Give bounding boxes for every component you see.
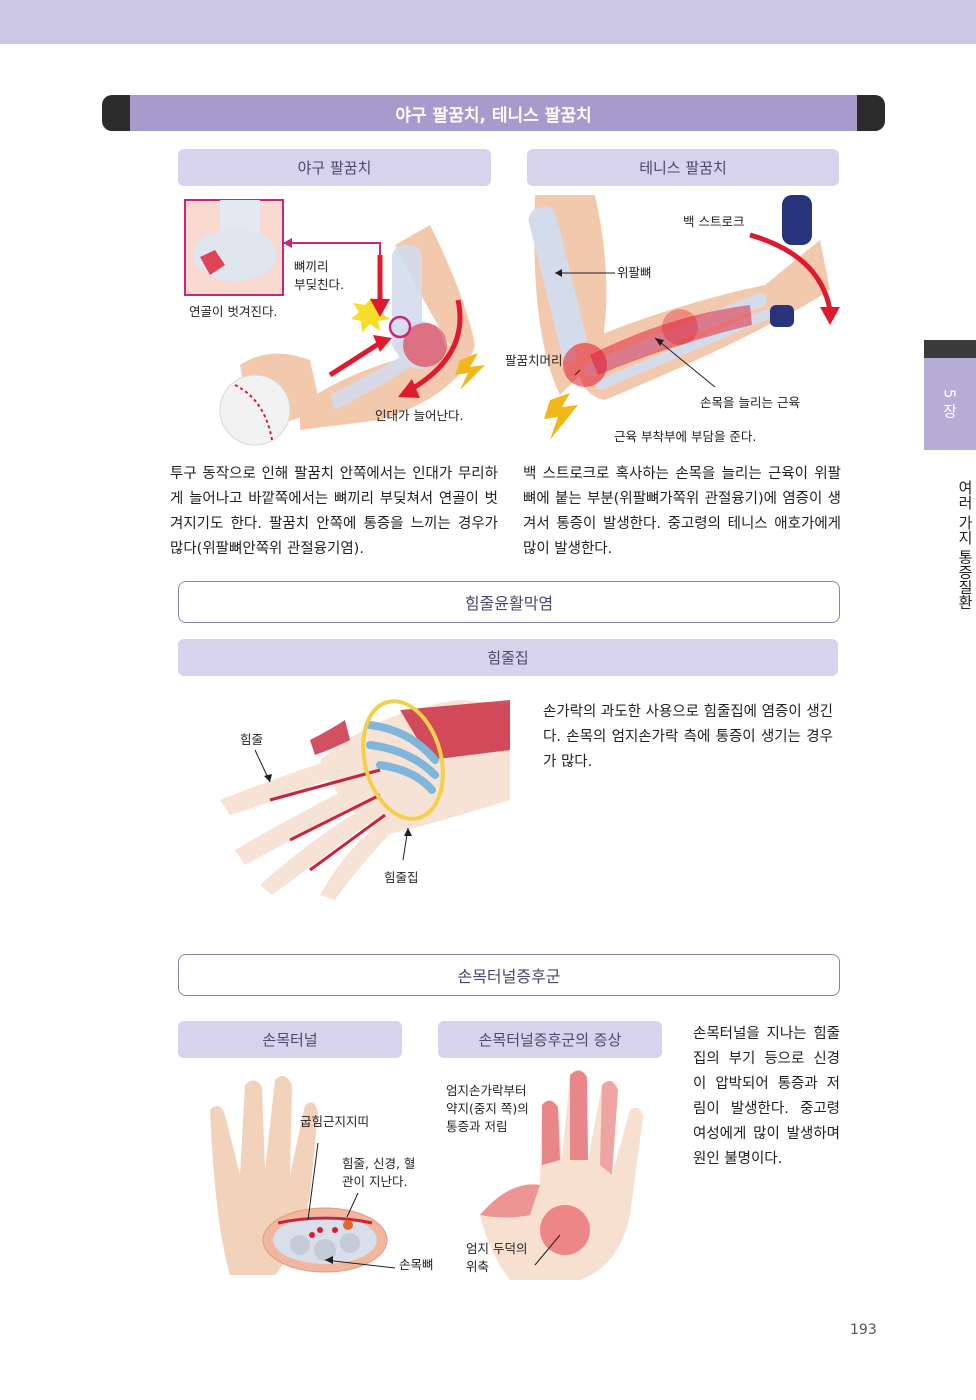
label-ligament: 인대가 늘어난다. — [375, 408, 464, 423]
baseball-elbow-text: 투구 동작으로 인해 팔꿈치 안쪽에서는 인대가 무리하게 늘어나고 바깥쪽에서… — [170, 466, 498, 557]
label-backstroke: 백 스트로크 — [683, 214, 745, 229]
chapter-tab — [924, 358, 976, 450]
carpal-tunnel-header: 손목터널증후군 — [178, 954, 840, 996]
section-title: 야구 팔꿈치, 테니스 팔꿈치 — [130, 95, 857, 131]
label-elbow-head: 팔꿈치머리 — [505, 353, 563, 368]
tenosynovitis-header: 힘줄윤활막염 — [178, 581, 840, 623]
tennis-elbow-text: 백 스트로크로 혹사하는 손목을 늘리는 근육이 위팔뼈에 붙는 부분(위팔뼈가… — [523, 466, 841, 557]
carpal-tunnel-text: 손목터널을 지나는 힘줄집의 부기 등으로 신경이 압박되어 통증과 저림이 발… — [693, 1026, 840, 1167]
label-thumb-numbness: 엄지손가락부터 약지(중지 쪽)의 통증과 저림 — [446, 1083, 529, 1134]
label-tendon-sheath: 힘줄집 — [384, 870, 419, 885]
baseball-elbow-illustration — [184, 199, 485, 446]
carpal-tunnel-illustration — [210, 1076, 396, 1275]
label-carpal-bone: 손목뼈 — [399, 1257, 434, 1272]
label-cartilage: 연골이 벗겨진다. — [189, 304, 278, 319]
tendon-sheath-header: 힘줄집 — [178, 639, 838, 676]
label-tendon: 힘줄 — [240, 732, 264, 747]
label-bones-collide: 뼈끼리 부딪친다. — [294, 259, 344, 292]
carpal-symptoms-illustration — [480, 1070, 643, 1280]
chapter-tab-marker — [924, 340, 976, 358]
label-passes-through: 힘줄, 신경, 혈 관이 지난다. — [342, 1156, 416, 1189]
tennis-elbow-illustration — [528, 195, 840, 440]
label-humerus: 위팔뼈 — [617, 265, 652, 280]
tendon-sheath-illustration — [220, 699, 510, 900]
carpal-symptoms-subheader: 손목터널증후군의 증상 — [438, 1021, 662, 1058]
page-number: 193 — [850, 1322, 877, 1338]
label-extensor-muscle: 손목을 늘리는 근육 — [700, 395, 800, 410]
chapter-tab-label: 5 장 — [940, 389, 959, 419]
top-band — [0, 0, 976, 44]
carpal-tunnel-subheader: 손목터널 — [178, 1021, 402, 1058]
tenosynovitis-text: 손가락의 과도한 사용으로 힘줄집에 염증이 생긴다. 손목의 엄지손가락 측에… — [543, 704, 833, 770]
baseball-elbow-header: 야구 팔꿈치 — [178, 149, 491, 186]
label-flexor-retinaculum: 굽힘근지지띠 — [300, 1114, 370, 1129]
chapter-side-title: 여러 가지 통증질환 — [956, 480, 974, 610]
label-thenar-atrophy: 엄지 두덕의 위축 — [466, 1241, 528, 1274]
label-attachment-burden: 근육 부착부에 부담을 준다. — [614, 429, 757, 444]
tennis-elbow-header: 테니스 팔꿈치 — [527, 149, 839, 186]
